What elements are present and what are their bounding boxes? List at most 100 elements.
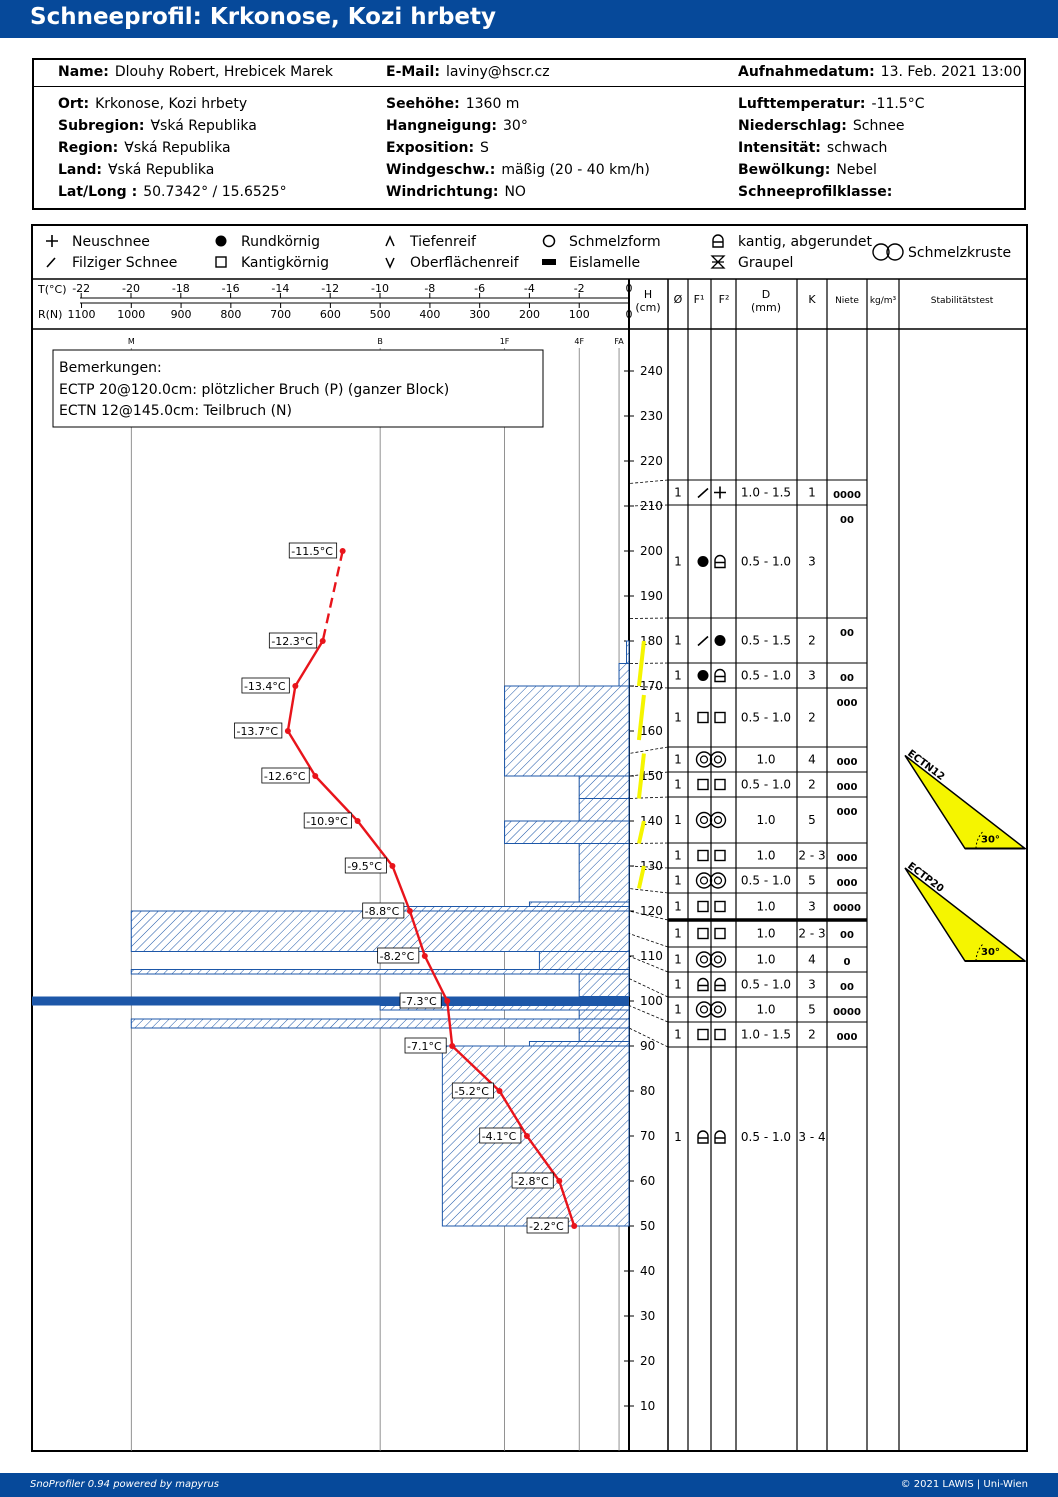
page-header: Schneeprofil: Krkonose, Kozi hrbety (0, 0, 1058, 38)
height-tick-label: 170 (640, 679, 663, 693)
hardness-layer-rect (504, 685, 630, 777)
temp-label: -4.1°C (482, 1130, 517, 1143)
oberflaechenreif-icon (385, 257, 395, 269)
height-tick-label: 130 (640, 859, 663, 873)
hardness-layer-rect (578, 798, 630, 822)
layer-connector (628, 1005, 669, 1023)
layer-connector (628, 955, 669, 973)
info-niederschlag: Niederschlag:Schnee (738, 118, 905, 134)
kantigkoernig-icon (714, 711, 726, 724)
filziger-schnee-icon (46, 257, 56, 268)
col-header-d-unit: (mm) (751, 301, 781, 314)
layer-d: 1.0 - 1.5 (741, 1028, 791, 1042)
schmelzkruste-icon-b (886, 243, 904, 261)
layer-o: 1 (674, 486, 682, 500)
layer-k: 5 (808, 813, 816, 827)
hardness-layer-rect (504, 820, 630, 844)
schmelzkruste-icon (695, 951, 713, 968)
neuschnee-icon (714, 486, 726, 499)
layer-k: 5 (808, 874, 816, 888)
schmelzkruste-inner-b (713, 755, 723, 764)
temp-label-box (241, 677, 290, 694)
height-tick-label: 90 (640, 1039, 655, 1053)
layer-o: 1 (674, 634, 682, 648)
hardness-layer-rect (130, 1018, 630, 1029)
remarks-box (52, 349, 544, 428)
height-tick-label: 220 (640, 454, 663, 468)
remarks-title: Bemerkungen: (59, 360, 162, 376)
temp-point (496, 1088, 503, 1094)
layer-k: 2 - 3 (798, 849, 825, 863)
hardness-layer-rect (379, 1005, 630, 1011)
kantigkoernig-icon (714, 927, 726, 940)
kantig-abgerundet-icon (714, 977, 726, 992)
height-tick-label: 40 (640, 1264, 655, 1278)
layer-o: 1 (674, 849, 682, 863)
layer-d: 0.5 - 1.0 (741, 874, 791, 888)
temp-point (354, 818, 361, 824)
profile-frame (31, 224, 1028, 1452)
layer-o: 1 (674, 874, 682, 888)
temp-label-box (268, 632, 318, 649)
schmelzkruste-inner (699, 755, 709, 764)
height-tick-label: 50 (640, 1219, 655, 1233)
layer-niete: 00 (840, 982, 854, 993)
temp-tick-label: -4 (524, 282, 535, 295)
height-tick-label: 30 (640, 1309, 655, 1323)
temp-point (292, 683, 299, 689)
res-tick-label: 600 (320, 308, 341, 321)
kantigkoernig-icon (215, 256, 227, 268)
temp-point (421, 953, 428, 959)
layer-d: 0.5 - 1.0 (741, 778, 791, 792)
schmelzkruste-icon-b (709, 872, 727, 889)
temp-tick-label: -12 (321, 282, 339, 295)
schmelzkruste-icon-b (709, 951, 727, 968)
temp-tick-label: -2 (574, 282, 585, 295)
schmelzkruste-inner (699, 876, 709, 885)
layer-connector (628, 910, 669, 921)
hardness-layer-rect (626, 640, 630, 664)
height-tick-label: 80 (640, 1084, 655, 1098)
temp-tick-label: -10 (371, 282, 389, 295)
layer-k: 3 (808, 978, 816, 992)
col-header-niete: Niete (835, 296, 859, 306)
layer-d: 1.0 (756, 927, 775, 941)
col-header-f1: F¹ (694, 293, 705, 306)
hand-hardness-label: M (128, 337, 135, 346)
layer-d: 0.5 - 1.0 (741, 711, 791, 725)
res-axis-label: R(N) (38, 308, 62, 321)
test-highlight (636, 694, 646, 741)
rundkoernig-icon (697, 556, 709, 567)
layer-niete: 00 (840, 515, 854, 526)
layer-d: 1.0 (756, 753, 775, 767)
info-email: E-Mail:laviny@hscr.cz (386, 64, 550, 80)
temp-label: -5.2°C (454, 1085, 489, 1098)
temp-tick-label: -16 (222, 282, 240, 295)
legend-neuschnee: Neuschnee (72, 234, 150, 250)
temp-axis-label: T(°C) (37, 283, 66, 296)
temp-point (389, 863, 396, 869)
kantigkoernig-icon (714, 1028, 726, 1041)
neuschnee-icon (46, 235, 58, 247)
temp-point (406, 908, 413, 914)
layer-o: 1 (674, 900, 682, 914)
layer-o: 1 (674, 813, 682, 827)
hand-hardness-label: B (377, 337, 383, 346)
res-tick-label: 700 (270, 308, 291, 321)
kantig-abgerundet-icon (712, 234, 724, 248)
height-tick-label: 100 (640, 994, 663, 1008)
graupel-icon (710, 255, 726, 269)
page-footer: SnoProfiler 0.94 powered by mapyrus © 20… (0, 1473, 1058, 1497)
temp-label-box (511, 1172, 554, 1189)
layer-d: 1.0 (756, 900, 775, 914)
kantigkoernig-icon (697, 711, 709, 724)
layer-niete: 00 (840, 673, 854, 684)
layer-k: 2 (808, 711, 816, 725)
layer-connector (628, 685, 669, 689)
kantig-abgerundet-icon (714, 668, 726, 683)
info-klasse: Schneeprofilklasse: (738, 184, 893, 200)
layer-d: 0.5 - 1.0 (741, 1130, 791, 1144)
filziger-schnee-icon (697, 635, 709, 647)
